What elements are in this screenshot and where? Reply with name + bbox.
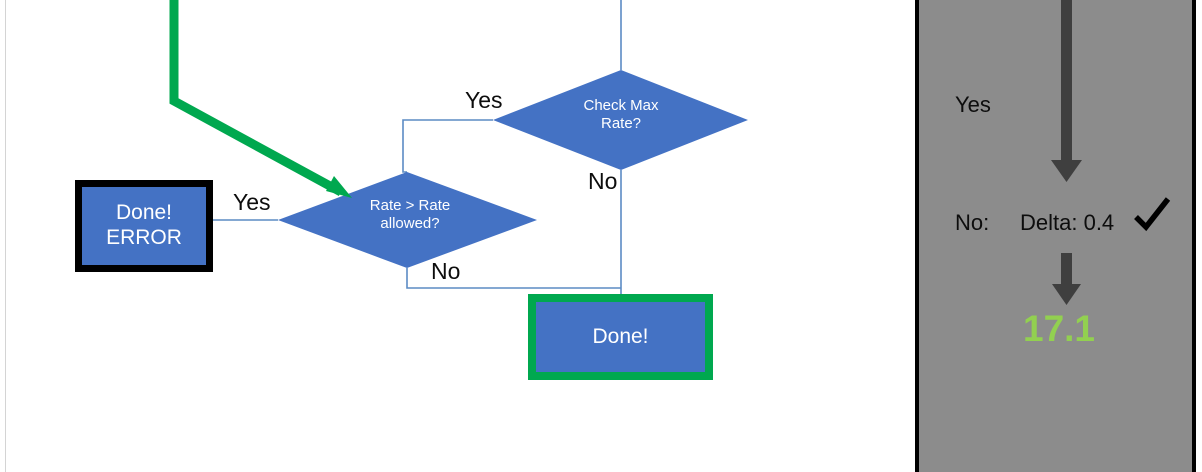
checkmark-icon bbox=[1134, 197, 1171, 232]
green-flow-arrow bbox=[169, 0, 352, 198]
node-done-error-box[interactable]: Done! ERROR bbox=[75, 180, 213, 272]
arrow-down-short bbox=[1052, 253, 1081, 305]
green-arrowhead bbox=[326, 176, 352, 198]
edge-label-no-from-check-max: No bbox=[588, 168, 618, 194]
flowchart-graphics bbox=[169, 0, 748, 294]
edge-label-yes-to-error: Yes bbox=[233, 189, 271, 215]
edge-label-no-from-rate: No bbox=[431, 258, 461, 284]
arrow-down-long bbox=[1051, 0, 1082, 182]
panel-delta-value: Delta: 0.4 bbox=[1020, 210, 1115, 235]
edge-label-yes-to-rate: Yes bbox=[465, 87, 503, 113]
panel-yes-label: Yes bbox=[955, 92, 991, 117]
connector-rate-no bbox=[406, 268, 621, 289]
panel-arrows bbox=[1051, 0, 1082, 305]
status-panel: Yes No: Delta: 0.4 17.1 bbox=[915, 0, 1196, 472]
flowchart-panel: Rate > Rate allowed? Check Max Rate? Don… bbox=[5, 0, 748, 472]
connector-lines bbox=[206, 0, 622, 294]
node-done-box[interactable]: Done! bbox=[528, 294, 713, 380]
panel-result-value: 17.1 bbox=[1023, 308, 1096, 349]
diamond-check-max-rate bbox=[493, 70, 748, 170]
left-edge-rule bbox=[5, 0, 6, 472]
node-done-error-label: Done! ERROR bbox=[106, 201, 182, 249]
node-done-label: Done! bbox=[592, 324, 649, 348]
panel-no-label: No: bbox=[955, 210, 990, 235]
connector-check-max-yes bbox=[402, 119, 493, 173]
diamond-rate-gt-allowed bbox=[278, 172, 537, 268]
